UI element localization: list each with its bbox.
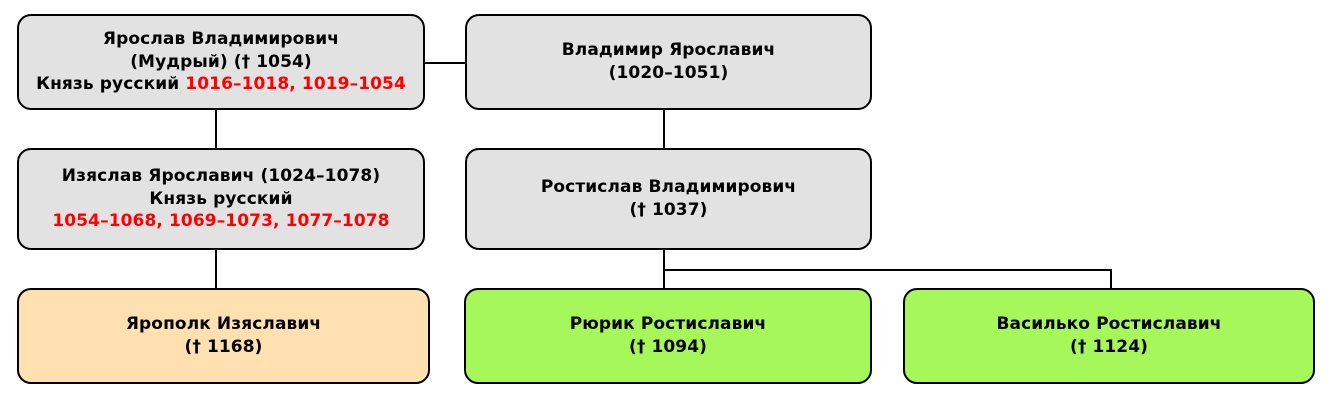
node-yaroslav-reign: 1016–1018, 1019–1054: [185, 74, 406, 95]
node-rostislav-vladimirovich[interactable]: Ростислав Владимирович († 1037): [465, 148, 872, 250]
node-vladimir-line-2: (1020–1051): [608, 63, 729, 83]
node-rostislav-line-2: († 1037): [629, 200, 708, 220]
node-izyaslav-yaroslavich[interactable]: Изяслав Ярославич (1024–1078) Князь русс…: [17, 148, 425, 250]
node-rostislav-line-1: Ростислав Владимирович: [540, 177, 797, 198]
node-izyaslav-line-1: Изяслав Ярославич (1024–1078): [61, 166, 381, 187]
node-vasilko-line-1: Василько Ростиславич: [996, 314, 1222, 335]
node-yaroslav-line-1: Ярослав Владимирович: [102, 29, 340, 50]
node-yaroslav-vladimirovich[interactable]: Ярослав Владимирович (Мудрый) († 1054) К…: [17, 14, 425, 110]
node-yaropolk-line-2: († 1168): [184, 337, 263, 357]
node-yaroslav-line-3: Князь русский 1016–1018, 1019–1054: [36, 73, 406, 96]
node-yaropolk-line-1: Ярополк Изяславич: [125, 314, 322, 335]
node-izyaslav-reign: 1054–1068, 1069–1073, 1077–1078: [52, 211, 390, 232]
node-vladimir-yaroslavich[interactable]: Владимир Ярославич (1020–1051): [465, 14, 872, 110]
node-rurik-line-2: († 1094): [628, 337, 708, 357]
connector-rostislav-rurik: [663, 269, 665, 288]
node-vasilko-line-2: († 1124): [1069, 337, 1149, 357]
node-rurik-rostislavich[interactable]: Рюрик Ростиславич († 1094): [464, 288, 872, 384]
node-yaroslav-title-label: Князь русский: [36, 74, 180, 95]
connector-izyaslav-yaropolk: [215, 250, 217, 288]
connector-yaroslav-vladimir: [425, 62, 465, 64]
node-rurik-line-1: Рюрик Ростиславич: [569, 314, 767, 335]
connector-yaroslav-izyaslav: [215, 110, 217, 148]
node-vasilko-rostislavich[interactable]: Василько Ростиславич († 1124): [903, 288, 1315, 384]
connector-rostislav-vasilko: [1110, 269, 1112, 288]
node-vladimir-line-1: Владимир Ярославич: [561, 40, 776, 61]
connector-rostislav-bus: [663, 269, 1112, 271]
connector-vladimir-rostislav: [663, 110, 665, 148]
node-izyaslav-title-label: Князь русский: [149, 188, 293, 209]
connector-rostislav-stem: [663, 250, 665, 271]
node-yaropolk-izyaslavich[interactable]: Ярополк Изяславич († 1168): [17, 288, 430, 384]
node-yaroslav-line-2: (Мудрый) († 1054): [130, 51, 312, 72]
